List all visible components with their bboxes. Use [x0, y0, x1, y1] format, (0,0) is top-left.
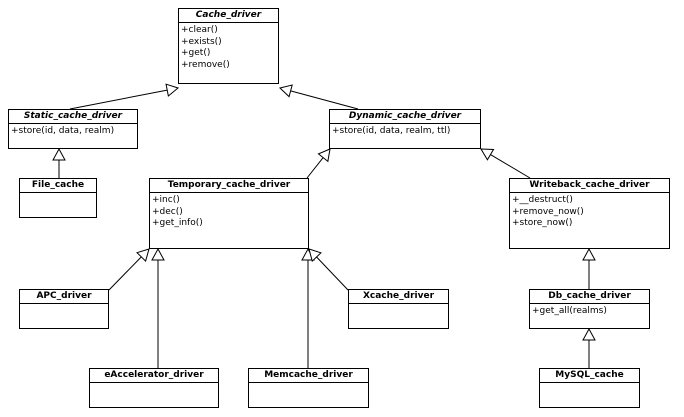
operation: +store(id, data, realm) [11, 126, 115, 136]
class-name: Dynamic_cache_driver [330, 110, 480, 124]
operation: +remove() [181, 59, 230, 70]
generalization-file_cache-to-static_cache_driver [52, 147, 66, 178]
operations-compartment: +clear()+exists()+get()+remove() [179, 23, 278, 71]
class-temporary-cache-driver: Temporary_cache_driver+inc()+dec()+get_i… [149, 178, 309, 249]
operation: +exists() [181, 36, 222, 47]
operation: +remove_now() [512, 206, 584, 217]
operation: +inc() [152, 195, 180, 205]
operation: +get() [181, 48, 211, 58]
class-static-cache-driver: Static_cache_driver +store(id, data, real… [8, 109, 138, 149]
class-name: Static_cache_driver [9, 110, 137, 124]
operations-compartment [540, 383, 639, 385]
hollow-triangle-arrowhead [480, 148, 495, 161]
class-name: Xcache_driver [349, 290, 448, 304]
generalization-temporary_cache_driver-to-dynamic_cache_driver [306, 148, 331, 179]
operations-compartment [20, 193, 96, 195]
class-apc-driver: APC_driver [19, 289, 109, 329]
edge-line [316, 256, 349, 291]
operations-compartment [349, 304, 448, 306]
generalization-memcache_driver-to-temporary_cache_driver [301, 247, 315, 368]
class-memcache-driver: Memcache_driver [248, 368, 369, 408]
operations-compartment [20, 304, 108, 306]
class-file-cache: File_cache [19, 178, 97, 218]
hollow-triangle-arrowhead [151, 247, 165, 261]
class-name: Writeback_cache_driver [510, 179, 669, 193]
class-name: APC_driver [20, 290, 108, 304]
edge-line [306, 157, 324, 179]
hollow-triangle-arrowhead [278, 84, 293, 98]
operations-compartment [249, 383, 368, 385]
edge-line [69, 89, 168, 110]
generalization-eaccelerator_driver-to-temporary_cache_driver [151, 247, 165, 368]
class-mysql-cache: MySQL_cache [539, 368, 640, 408]
class-name: File_cache [20, 179, 96, 193]
operation: +get_all(realms) [532, 306, 607, 316]
class-name: Temporary_cache_driver [150, 179, 308, 193]
hollow-triangle-arrowhead [52, 147, 66, 161]
generalization-apc_driver-to-temporary_cache_driver [108, 248, 150, 291]
operations-compartment: +inc()+dec()+get_info() [150, 193, 308, 230]
hollow-triangle-arrowhead [136, 248, 150, 263]
generalization-writeback_cache_driver-to-dynamic_cache_driver [480, 148, 531, 179]
operations-compartment [90, 383, 218, 385]
hollow-triangle-arrowhead [165, 83, 180, 97]
operations-compartment: +__destruct()+remove_now()+store_now() [510, 193, 669, 230]
class-name: MySQL_cache [540, 369, 639, 383]
operation: +store(id, data, realm, ttl) [332, 126, 451, 136]
operations-compartment: +store(id, data, realm) [9, 124, 137, 138]
class-writeback-cache-driver: Writeback_cache_driver+__destruct()+remo… [509, 178, 670, 249]
operation: +clear() [181, 25, 218, 35]
hollow-triangle-arrowhead [582, 247, 596, 261]
class-name: eAccelerator_driver [90, 369, 218, 383]
class-xcache-driver: Xcache_driver [348, 289, 449, 329]
class-eaccelerator-driver: eAccelerator_driver [89, 368, 219, 408]
class-name: Db_cache_driver [530, 290, 649, 304]
generalization-xcache_driver-to-temporary_cache_driver [308, 248, 349, 291]
hollow-triangle-arrowhead [317, 148, 331, 163]
edge-line [490, 154, 531, 179]
generalization-dynamic_cache_driver-to-cache_driver [278, 84, 359, 110]
operation: +__destruct() [512, 195, 573, 205]
operation: +store_now() [512, 218, 573, 228]
operations-compartment: +store(id, data, realm, ttl) [330, 124, 480, 138]
class-cache-driver: Cache_driver+clear()+exists()+get()+remo… [178, 8, 279, 84]
class-db-cache-driver: Db_cache_driver +get_all(realms) [529, 289, 650, 329]
hollow-triangle-arrowhead [308, 248, 322, 263]
edge-line [108, 256, 142, 291]
operation: +dec() [152, 206, 183, 217]
hollow-triangle-arrowhead [582, 327, 596, 341]
generalization-static_cache_driver-to-cache_driver [69, 83, 180, 110]
class-name: Cache_driver [179, 9, 278, 23]
edge-line [290, 90, 359, 110]
class-name: Memcache_driver [249, 369, 368, 383]
generalization-db_cache_driver-to-writeback_cache_driver [582, 247, 596, 289]
operation: +get_info() [152, 218, 203, 228]
class-dynamic-cache-driver: Dynamic_cache_driver +store(id, data, rea… [329, 109, 481, 149]
inheritance-edges [52, 83, 596, 368]
operations-compartment: +get_all(realms) [530, 304, 649, 318]
generalization-mysql_cache-to-db_cache_driver [582, 327, 596, 368]
